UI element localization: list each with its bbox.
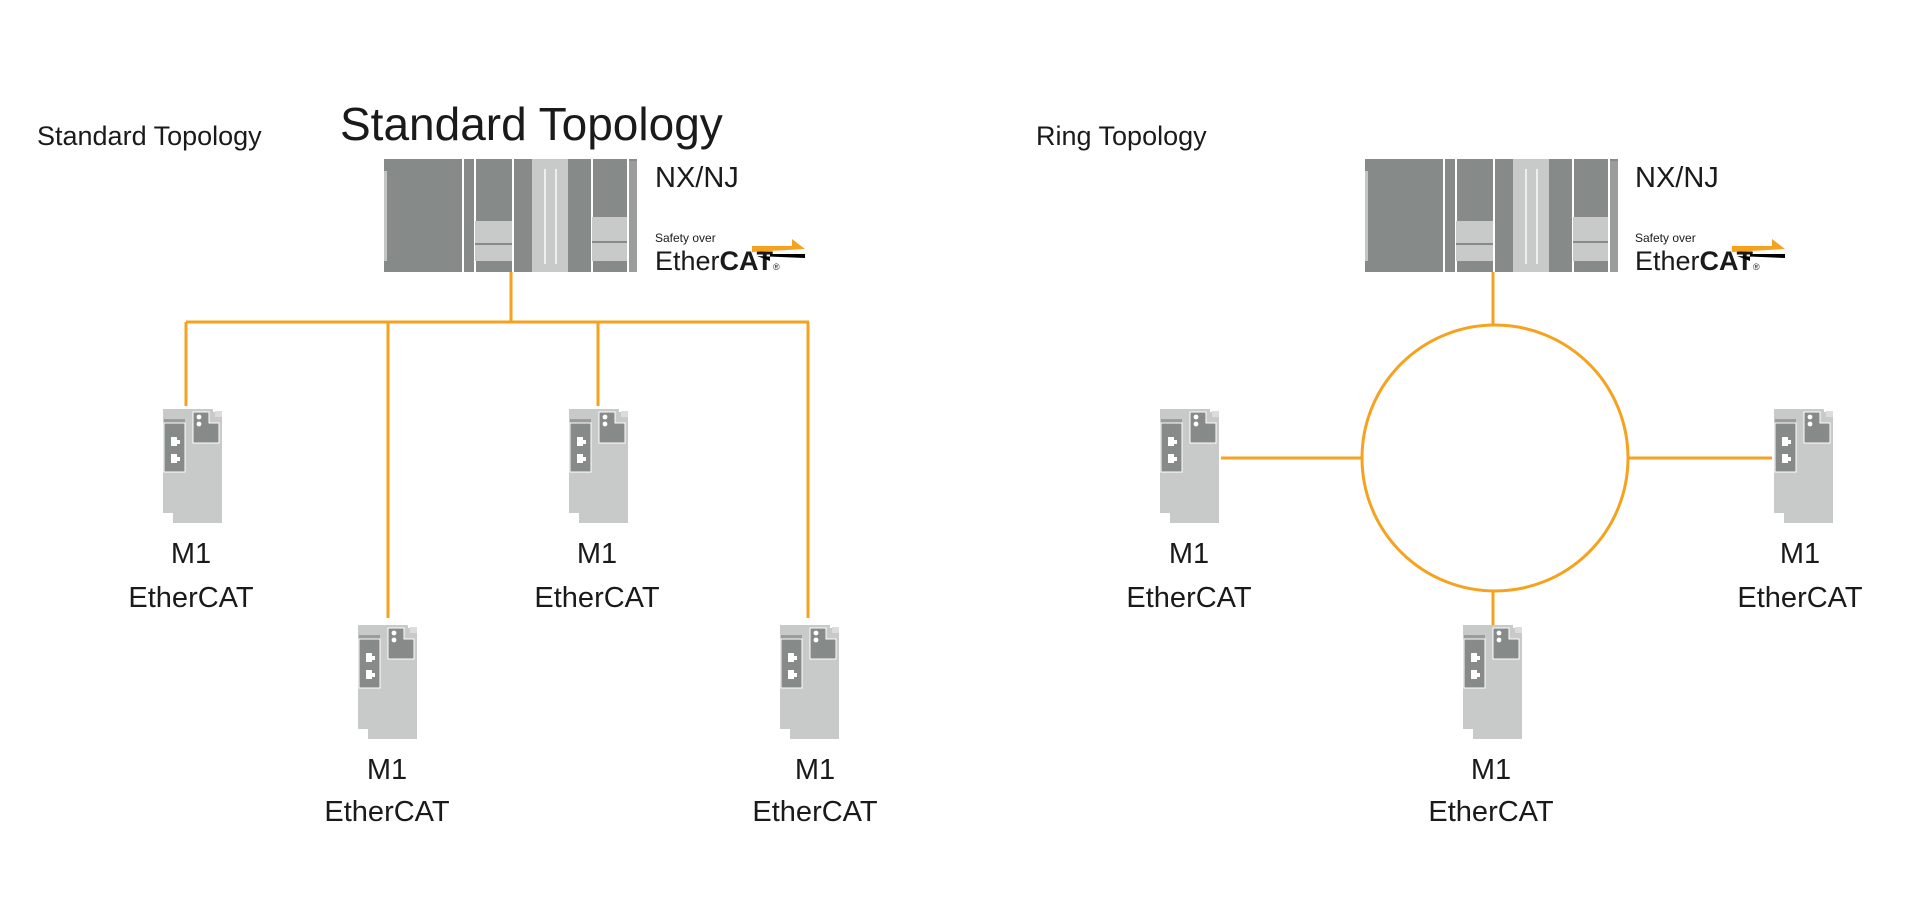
safety-over-ethercat-logo: Safety over EtherCAT® — [1635, 231, 1785, 276]
device-name: M1 — [577, 538, 617, 570]
device-bus: EtherCAT — [1126, 582, 1251, 614]
device-name: M1 — [795, 754, 835, 786]
svg-text:Safety over: Safety over — [655, 231, 716, 245]
ring-topology-label: Ring Topology — [1036, 121, 1207, 151]
controller-label: NX/NJ — [655, 162, 739, 194]
svg-text:Safety over: Safety over — [1635, 231, 1696, 245]
device-name: M1 — [367, 754, 407, 786]
device-name: M1 — [171, 538, 211, 570]
standard-topology-label: Standard Topology — [37, 121, 262, 151]
device-name: M1 — [1471, 754, 1511, 786]
device-bus: EtherCAT — [128, 582, 253, 614]
device-name: M1 — [1169, 538, 1209, 570]
device-bus: EtherCAT — [1428, 796, 1553, 828]
standard-bus-lines — [184, 272, 810, 618]
device-bus: EtherCAT — [1737, 582, 1862, 614]
m1-device — [779, 624, 840, 740]
m1-device — [162, 408, 223, 524]
device-bus: EtherCAT — [324, 796, 449, 828]
controller-label: NX/NJ — [1635, 162, 1719, 194]
m1-device — [357, 624, 418, 740]
m1-device — [1159, 408, 1220, 524]
ring-bus-lines — [1221, 272, 1772, 625]
m1-device — [1773, 408, 1834, 524]
m1-device — [568, 408, 629, 524]
safety-over-ethercat-logo: Safety over EtherCAT® — [655, 231, 805, 276]
nx-nj-controller — [384, 159, 637, 272]
device-bus: EtherCAT — [752, 796, 877, 828]
nx-nj-controller — [1365, 159, 1618, 272]
device-bus: EtherCAT — [534, 582, 659, 614]
device-name: M1 — [1780, 538, 1820, 570]
standard-topology-title: Standard Topology — [340, 98, 723, 150]
m1-device — [1462, 624, 1523, 740]
